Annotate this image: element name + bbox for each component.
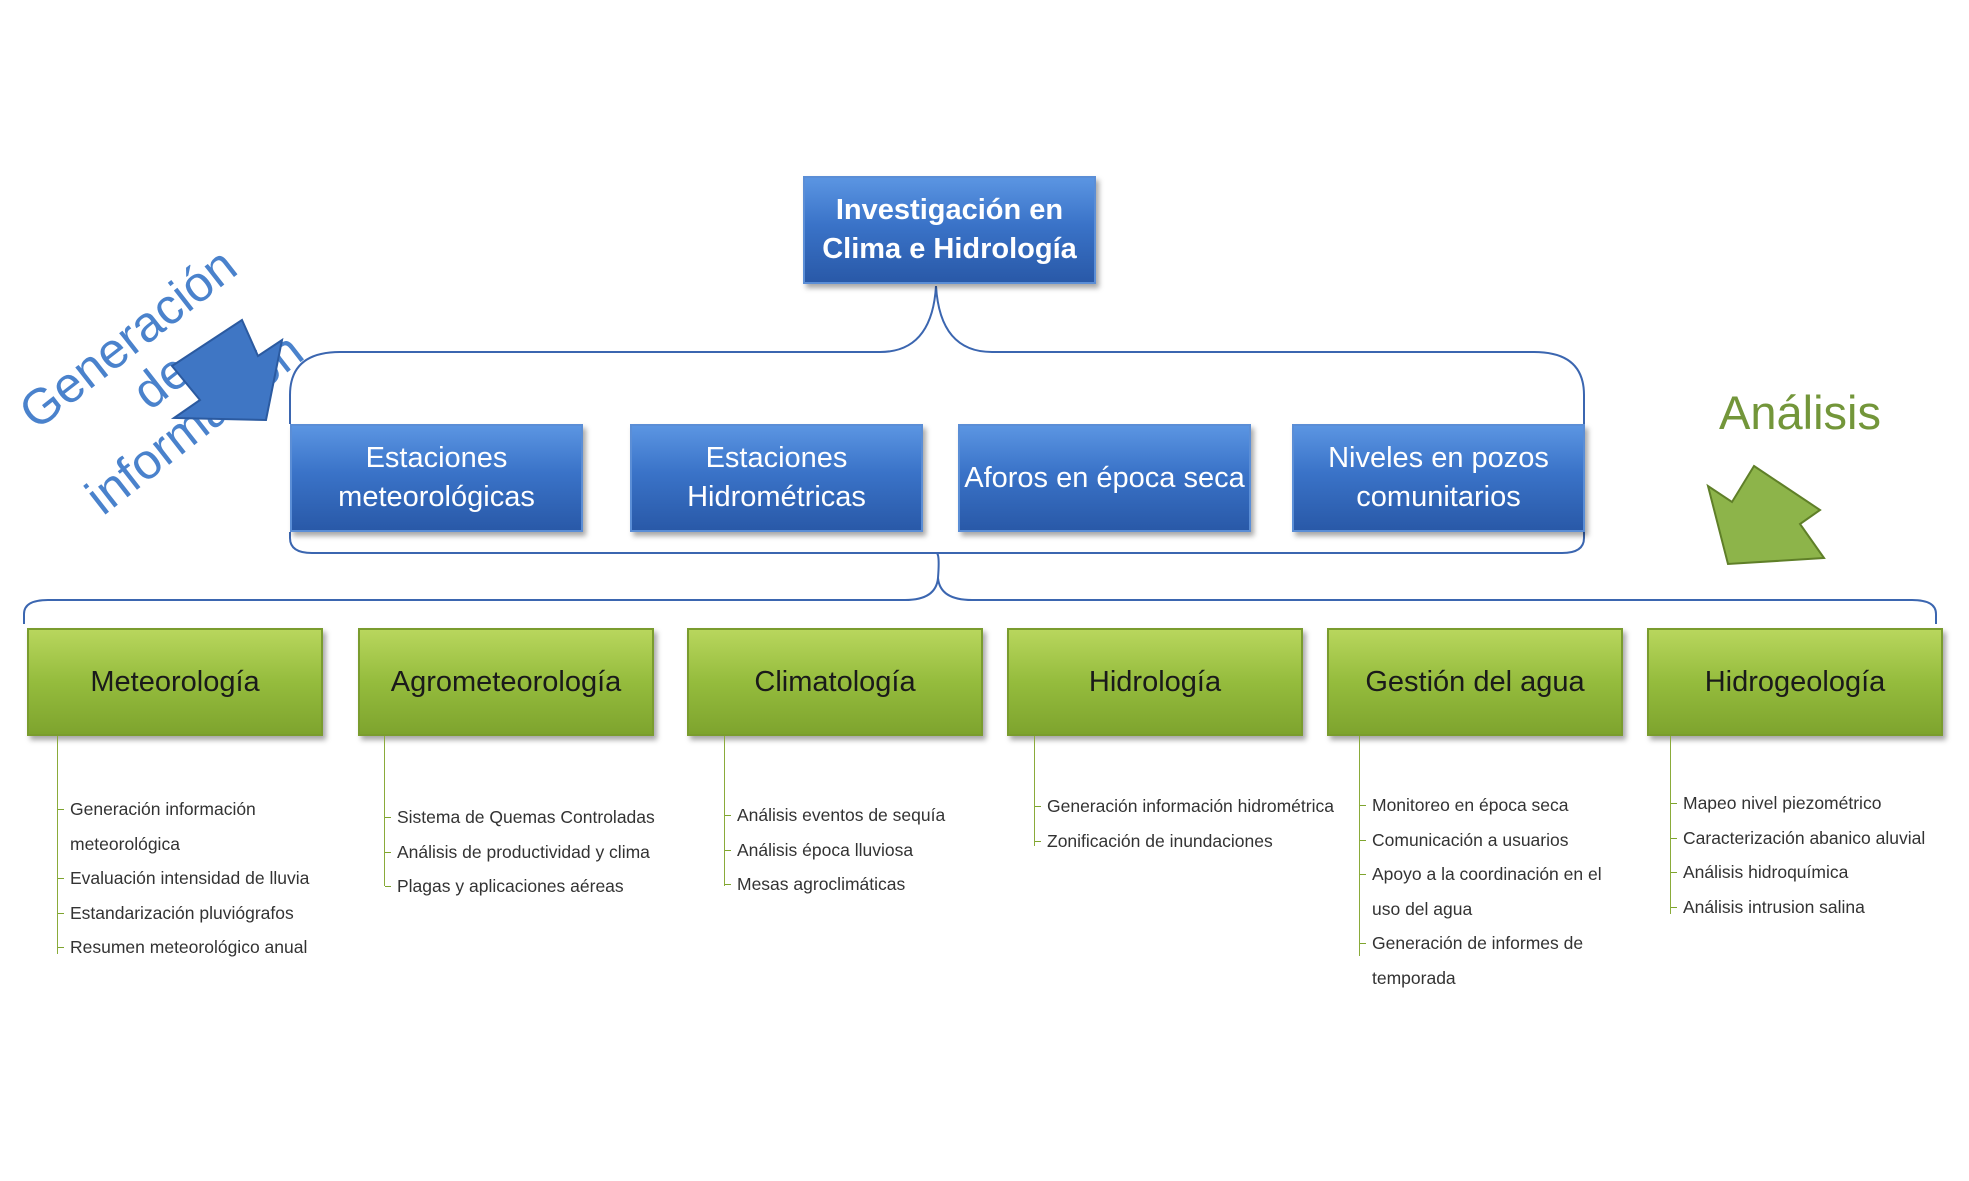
discipline-node-climatologia: Climatología <box>687 628 983 736</box>
list-item: Plagas y aplicaciones aéreas <box>385 869 665 904</box>
discipline-node-gestion-agua: Gestión del agua <box>1327 628 1623 736</box>
item-list-meteorologia: Generación información meteorológica Eva… <box>58 792 318 965</box>
list-item: Zonificación de inundaciones <box>1035 824 1345 859</box>
list-item: Análisis hidroquímica <box>1671 855 1961 890</box>
station-node-meteorological: Estaciones meteorológicas <box>290 424 583 532</box>
list-item: Mesas agroclimáticas <box>725 867 985 902</box>
blue-down-right-arrow-icon <box>170 318 284 422</box>
item-connector-line <box>57 736 58 954</box>
analysis-label: Análisis <box>1719 386 1881 439</box>
discipline-label: Climatología <box>754 665 916 698</box>
list-item: Apoyo a la coordinación en el uso del ag… <box>1360 857 1612 926</box>
discipline-label: Agrometeorología <box>390 665 622 698</box>
discipline-label: Meteorología <box>90 665 260 698</box>
list-item: Evaluación intensidad de lluvia <box>58 861 318 896</box>
discipline-label: Hidrología <box>1088 665 1222 698</box>
list-item: Sistema de Quemas Controladas <box>385 800 665 835</box>
list-item: Caracterización abanico aluvial <box>1671 821 1961 856</box>
list-item: Estandarización pluviógrafos <box>58 896 318 931</box>
discipline-label: Hidrogeología <box>1704 665 1886 698</box>
item-connector-line <box>384 736 385 886</box>
item-connector-line <box>1034 736 1035 846</box>
list-item: Monitoreo en época seca <box>1360 788 1612 823</box>
item-connector-line <box>1359 736 1360 956</box>
station-node-hydrometric: Estaciones Hidrométricas <box>630 424 923 532</box>
list-item: Generación de informes de temporada <box>1360 926 1612 995</box>
discipline-label: Gestión del agua <box>1365 665 1585 698</box>
list-item: Generación información hidrométrica <box>1035 789 1345 824</box>
list-item: Análisis eventos de sequía <box>725 798 985 833</box>
list-item: Comunicación a usuarios <box>1360 823 1612 858</box>
item-list-agrometeorologia: Sistema de Quemas Controladas Análisis d… <box>385 800 665 904</box>
list-item: Análisis época lluviosa <box>725 833 985 868</box>
item-list-climatologia: Análisis eventos de sequía Análisis époc… <box>725 798 985 902</box>
green-down-left-arrow-icon <box>1706 464 1826 566</box>
station-label: Estaciones meteorológicas <box>338 442 535 513</box>
discipline-node-meteorologia: Meteorología <box>27 628 323 736</box>
station-node-dry-season-gauging: Aforos en época seca <box>958 424 1251 532</box>
station-label: Estaciones Hidrométricas <box>687 442 866 513</box>
discipline-node-agrometeorologia: Agrometeorología <box>358 628 654 736</box>
list-item: Análisis de productividad y clima <box>385 835 665 870</box>
list-item: Mapeo nivel piezométrico <box>1671 786 1961 821</box>
station-label: Aforos en época seca <box>964 461 1245 494</box>
list-item: Análisis intrusion salina <box>1671 890 1961 925</box>
discipline-node-hidrologia: Hidrología <box>1007 628 1303 736</box>
station-node-community-wells: Niveles en pozos comunitarios <box>1292 424 1585 532</box>
item-connector-line <box>1670 736 1671 914</box>
item-list-gestion-agua: Monitoreo en época seca Comunicación a u… <box>1360 788 1612 995</box>
root-title: Investigación en Clima e Hidrología <box>822 194 1077 265</box>
item-connector-line <box>724 736 725 886</box>
list-item: Resumen meteorológico anual <box>58 930 318 965</box>
item-list-hidrogeologia: Mapeo nivel piezométrico Caracterización… <box>1671 786 1961 924</box>
list-item: Generación información meteorológica <box>58 792 318 861</box>
root-node: Investigación en Clima e Hidrología <box>803 176 1096 284</box>
discipline-node-hidrogeologia: Hidrogeología <box>1647 628 1943 736</box>
station-label: Niveles en pozos comunitarios <box>1328 442 1549 513</box>
item-list-hidrologia: Generación información hidrométrica Zoni… <box>1035 789 1345 858</box>
